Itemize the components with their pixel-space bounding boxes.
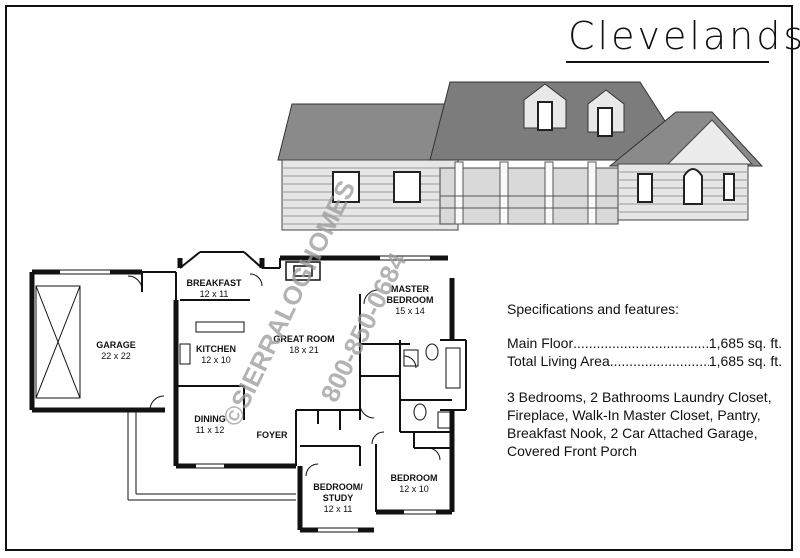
dining-label: DINING [194,414,226,424]
bedroom-label: BEDROOM [391,473,438,483]
area-list: Main Floor 1,685 sq. ft. Total Living Ar… [507,334,782,370]
specs-heading: Specifications and features: [507,301,679,317]
house-illustration [277,81,764,231]
great-room-label: GREAT ROOM [273,334,334,344]
foyer-label: FOYER [256,430,288,440]
main-floor-row: Main Floor 1,685 sq. ft. [507,334,782,352]
living-area-value: 1,685 sq. ft. [708,353,782,369]
features-text: 3 Bedrooms, 2 Bathrooms Laundry Closet, … [507,389,772,459]
bedroom-size: 12 x 10 [399,484,429,494]
watermark-line-2: 800-850-0684 [314,247,412,406]
great-room-size: 18 x 21 [289,345,319,355]
plan-title: Clevelands [568,14,800,58]
master-bedroom-label-1: MASTER [391,284,430,294]
page-border [5,5,793,551]
bedroom-study-size: 12 x 11 [324,504,353,514]
room-labels: GARAGE 22 x 22 BREAKFAST 12 x 11 KITCHEN… [96,278,437,514]
specifications-panel: Specifications and features: Main Floor … [507,300,782,460]
bedroom-study-label-2: STUDY [323,493,354,503]
kitchen-size: 12 x 10 [201,355,231,365]
breakfast-size: 12 x 11 [200,289,229,299]
garage-label: GARAGE [96,340,136,350]
floor-plan [29,251,467,533]
main-floor-value: 1,685 sq. ft. [708,335,782,351]
leader-dots [610,352,709,370]
master-bedroom-size: 15 x 14 [395,306,425,316]
main-floor-label: Main Floor [507,335,574,351]
living-area-label: Total Living Area [507,353,610,369]
breakfast-label: BREAKFAST [186,278,242,288]
living-area-row: Total Living Area 1,685 sq. ft. [507,352,782,370]
kitchen-label: KITCHEN [196,344,236,354]
garage-size: 22 x 22 [101,351,131,361]
dining-size: 11 x 12 [196,425,225,435]
leader-dots [573,334,709,352]
master-bedroom-label-2: BEDROOM [387,295,434,305]
bedroom-study-label-1: BEDROOM/ [313,482,363,492]
title-underline [566,61,769,63]
